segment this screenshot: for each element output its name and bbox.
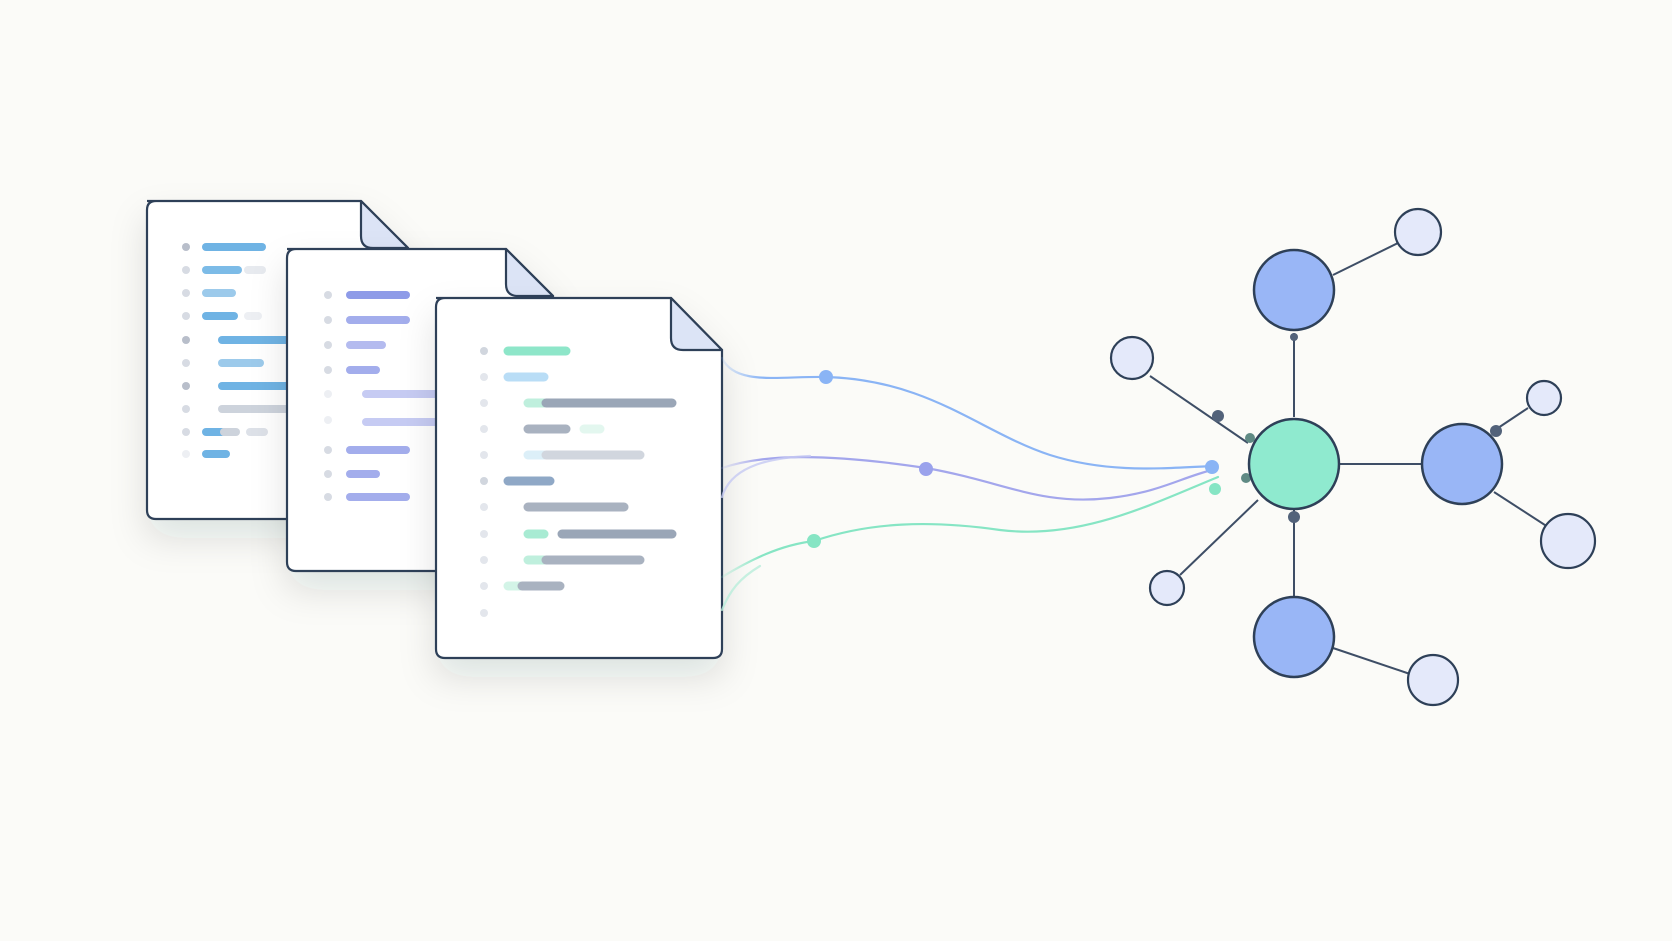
bullet	[480, 609, 488, 617]
flow-lines	[720, 356, 1220, 612]
document-middle-lines	[324, 291, 444, 501]
flow-green-end-marker	[1209, 483, 1221, 495]
edge-junction-dots	[1212, 333, 1502, 523]
bullet	[324, 446, 332, 454]
secondary-node-left-upper[interactable]	[1109, 335, 1155, 381]
flow-blue-end-marker	[1205, 460, 1219, 474]
bullet	[480, 582, 488, 590]
bullet	[324, 341, 332, 349]
edge-dot	[1245, 433, 1255, 443]
bullet	[324, 470, 332, 478]
bullet	[480, 399, 488, 407]
bullet	[324, 493, 332, 501]
bullet	[324, 416, 332, 424]
document-front-page	[434, 296, 724, 660]
flow-blue	[720, 356, 1216, 470]
flow-purple-marker	[919, 462, 933, 476]
bullet	[480, 556, 488, 564]
flow-purple-upper	[720, 454, 812, 499]
bullet	[480, 477, 488, 485]
bullet	[480, 373, 488, 381]
primary-node-bottom[interactable]	[1252, 595, 1336, 679]
bullet	[182, 312, 190, 320]
network-graph	[1109, 207, 1597, 707]
edge-dot	[1290, 333, 1298, 341]
bullet	[480, 451, 488, 459]
edge-dot	[1288, 511, 1300, 523]
bullet	[182, 428, 190, 436]
edge-dot	[1490, 425, 1502, 437]
hub-node[interactable]	[1247, 417, 1341, 511]
flow-markers	[807, 370, 1221, 548]
bullet	[182, 359, 190, 367]
secondary-node-right-upper[interactable]	[1525, 379, 1563, 417]
secondary-node-top-right[interactable]	[1393, 207, 1443, 257]
bullet	[182, 243, 190, 251]
bullet	[324, 291, 332, 299]
edge	[1332, 241, 1401, 276]
flow-purple	[720, 455, 1214, 501]
primary-node-top[interactable]	[1252, 248, 1336, 332]
secondary-node-left-lower[interactable]	[1148, 569, 1186, 607]
flow-green	[720, 475, 1220, 579]
bullet	[182, 266, 190, 274]
bullet	[324, 316, 332, 324]
edge	[1493, 491, 1549, 528]
document-back-fold	[359, 199, 410, 250]
secondary-node-bottom-right[interactable]	[1406, 653, 1460, 707]
bullet	[182, 382, 190, 390]
document-middle-fold	[504, 247, 555, 298]
bullet	[480, 530, 488, 538]
document-back-lines	[182, 243, 304, 458]
document-front	[434, 296, 724, 660]
secondary-node-right-lower[interactable]	[1539, 512, 1597, 570]
document-front-lines	[480, 346, 677, 617]
flow-green-lower	[720, 564, 762, 612]
bullet	[182, 450, 190, 458]
edge	[1149, 375, 1249, 444]
bullet	[480, 425, 488, 433]
bullet	[324, 366, 332, 374]
bullet	[182, 336, 190, 344]
document-front-fold	[669, 296, 724, 352]
graph-edges	[1149, 241, 1549, 675]
edge-dot	[1212, 410, 1224, 422]
bullet	[480, 347, 488, 355]
edge-dot	[1241, 473, 1251, 483]
primary-node-right[interactable]	[1420, 422, 1504, 506]
bullet	[182, 405, 190, 413]
edge	[1179, 499, 1259, 576]
bullet	[480, 503, 488, 511]
edge	[1332, 647, 1411, 675]
flow-green-marker	[807, 534, 821, 548]
flow-blue-marker	[819, 370, 833, 384]
bullet	[324, 390, 332, 398]
bullet	[182, 289, 190, 297]
